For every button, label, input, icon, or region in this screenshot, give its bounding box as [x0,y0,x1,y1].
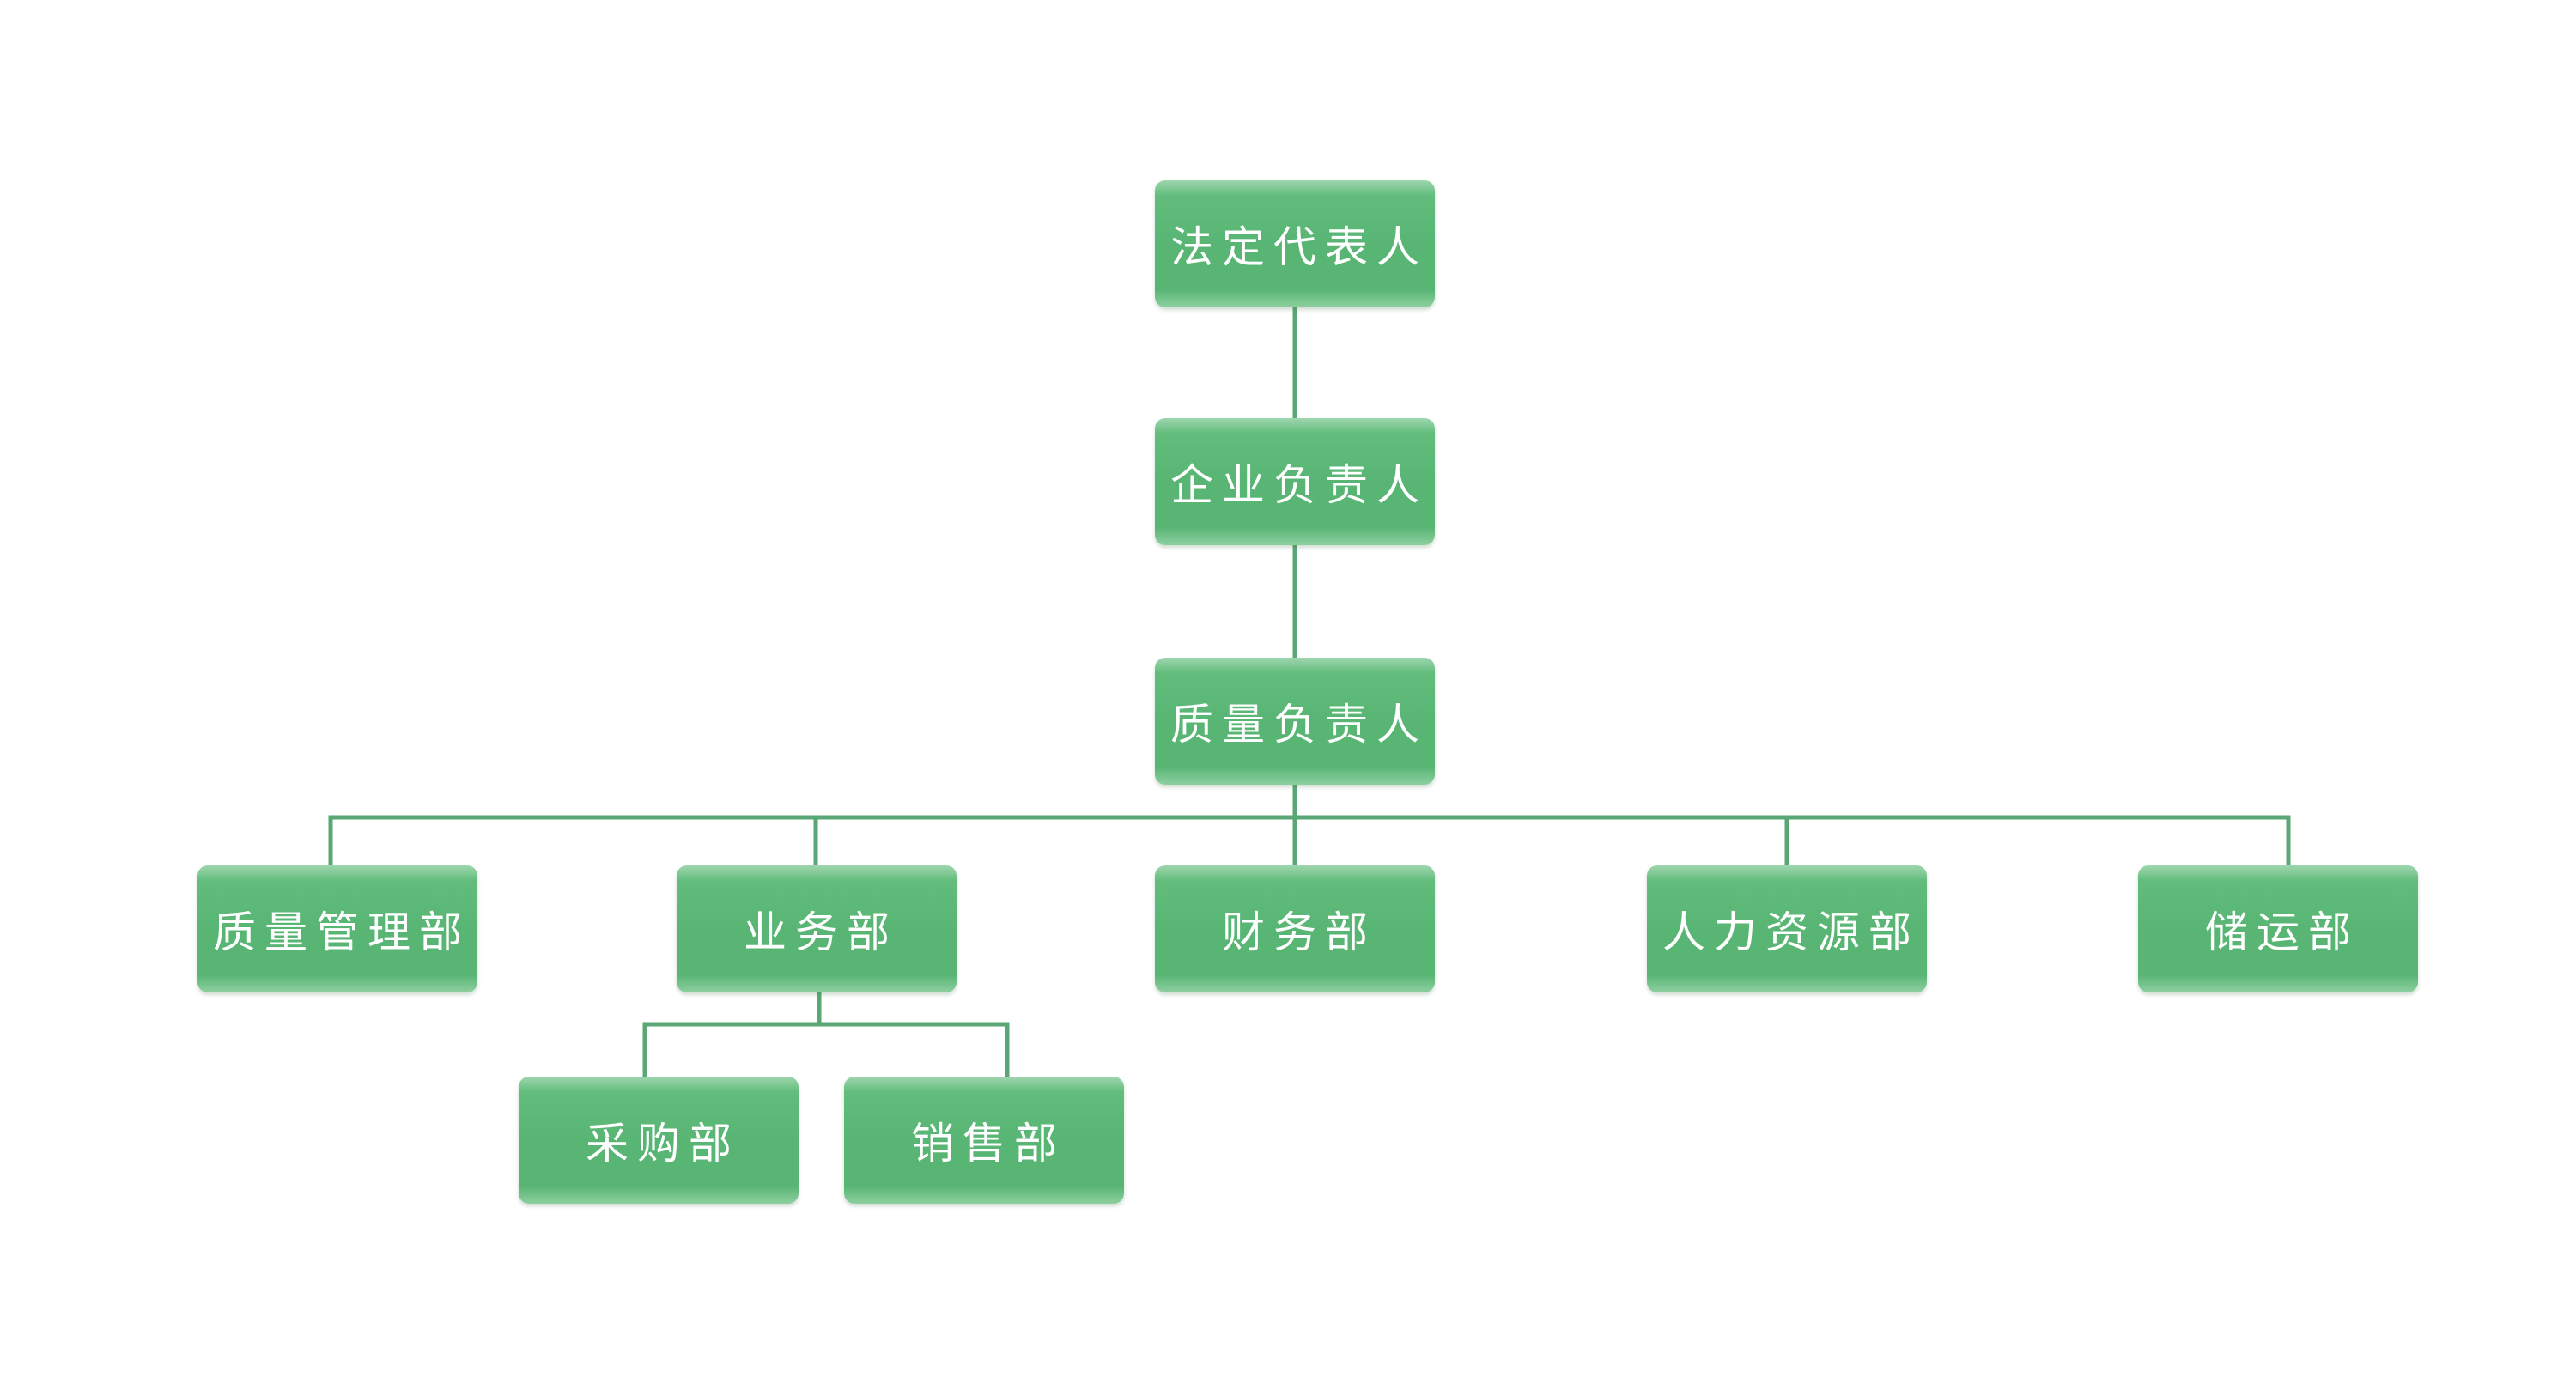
node-finance-dept: 财务部 [1155,865,1435,992]
node-legal-representative: 法定代表人 [1155,180,1435,307]
node-label: 企业负责人 [1170,460,1428,510]
node-storage-transport-dept: 储运部 [2138,865,2418,992]
node-quality-management-dept: 质量管理部 [197,865,477,992]
node-purchasing-dept: 采购部 [519,1077,799,1204]
node-label: 储运部 [2205,907,2360,957]
node-sales-dept: 销售部 [844,1077,1124,1204]
node-label: 法定代表人 [1170,222,1428,272]
node-label: 质量管理部 [213,907,471,957]
node-label: 采购部 [586,1119,740,1168]
node-human-resources-dept: 人力资源部 [1647,865,1927,992]
node-business-dept: 业务部 [677,865,957,992]
node-enterprise-head: 企业负责人 [1155,418,1435,545]
node-label: 业务部 [744,907,898,957]
node-label: 财务部 [1222,907,1376,957]
node-quality-head: 质量负责人 [1155,658,1435,785]
node-label: 人力资源部 [1662,907,1920,957]
node-label: 销售部 [911,1119,1066,1168]
node-label: 质量负责人 [1170,700,1428,750]
